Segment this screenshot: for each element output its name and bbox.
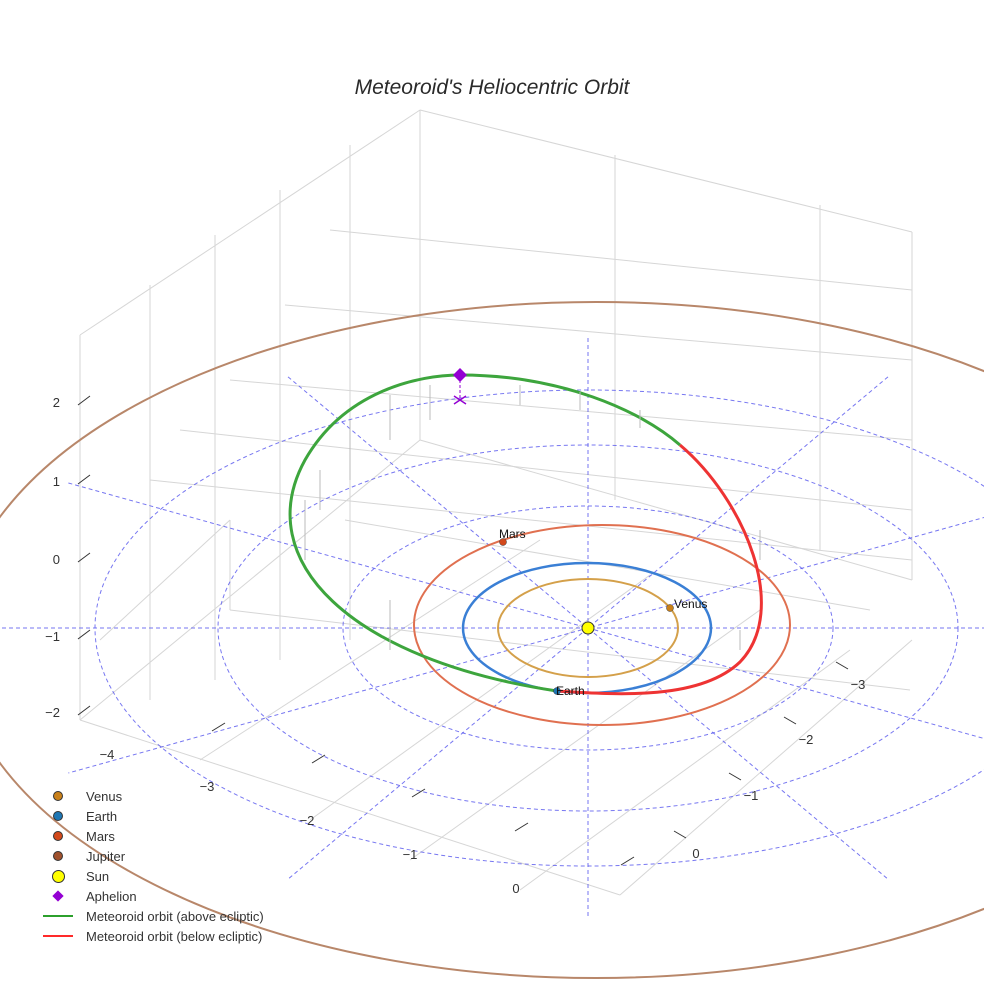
y-tick-label: −3 (851, 677, 866, 692)
ecliptic-radial (287, 376, 889, 880)
grid-line (419, 439, 913, 581)
z-tick-label: 2 (53, 395, 60, 410)
circle-icon (38, 831, 78, 841)
grid-line (199, 539, 541, 761)
grid-line (229, 379, 913, 441)
meteoroid-orbit (288, 373, 763, 696)
ecliptic-radial (287, 376, 889, 880)
mars-marker (499, 538, 507, 546)
grid-line (99, 519, 231, 641)
grid-line (419, 109, 913, 233)
circle-icon (38, 811, 78, 821)
z-tick-mark (77, 629, 91, 640)
legend-item[interactable]: Earth (38, 806, 264, 826)
legend-label: Sun (86, 868, 110, 884)
grid-line (519, 649, 851, 891)
earth-label: Earth (556, 684, 585, 698)
orbit-below-ecliptic (556, 443, 763, 696)
grid-line (79, 719, 621, 896)
legend-item[interactable]: Aphelion (38, 886, 264, 906)
x-tick-mark (620, 856, 635, 866)
x-tick-label: 0 (512, 881, 519, 896)
x-tick-label: −1 (403, 847, 418, 862)
earth-marker (553, 687, 561, 695)
z-tick-mark (77, 474, 91, 485)
aphelion-projection-x (453, 395, 467, 405)
z-tick-label: 0 (53, 552, 60, 567)
y-tick-mark (673, 830, 687, 839)
aphelion-marker (453, 368, 467, 382)
z-tick-mark (77, 705, 91, 716)
line-icon (38, 935, 78, 937)
grid-line (329, 229, 913, 291)
chart-title: Meteoroid's Heliocentric Orbit (354, 76, 630, 99)
line-icon (38, 915, 78, 917)
z-tick-mark (77, 552, 91, 563)
legend-label: Meteoroid orbit (above ecliptic) (86, 908, 264, 924)
grid-line (79, 439, 421, 721)
ecliptic-ring (342, 505, 834, 751)
grid-line (149, 479, 913, 561)
legend-label: Aphelion (86, 888, 137, 904)
legend-item[interactable]: Jupiter (38, 846, 264, 866)
axis-box-grid (79, 109, 913, 896)
x-tick-mark (411, 788, 426, 798)
legend-label: Mars (86, 828, 115, 844)
circle-icon (38, 791, 78, 801)
legend-label: Meteoroid orbit (below ecliptic) (86, 928, 263, 944)
y-tick-label: −1 (744, 788, 759, 803)
x-tick-label: −3 (200, 779, 215, 794)
legend-item[interactable]: Meteoroid orbit (above ecliptic) (38, 906, 264, 926)
z-tick-label: −1 (45, 629, 60, 644)
legend-item[interactable]: Mars (38, 826, 264, 846)
venus-label: Venus (674, 597, 707, 611)
venus-orbit (497, 578, 679, 678)
x-tick-mark (514, 822, 529, 832)
orbit-above-ecliptic (288, 373, 681, 693)
sun-marker (581, 621, 595, 635)
z-tick-mark (77, 395, 91, 406)
legend-label: Jupiter (86, 848, 126, 864)
y-tick-label: −2 (799, 732, 814, 747)
grid-line (309, 574, 651, 821)
z-tick-label: −2 (45, 705, 60, 720)
legend-label: Venus (86, 788, 123, 804)
x-tick-label: −2 (300, 813, 315, 828)
grid-line (619, 639, 913, 896)
big-circle-icon (38, 869, 78, 883)
diamond-icon (38, 890, 78, 902)
y-tick-mark (728, 772, 742, 781)
mars-orbit (413, 524, 791, 726)
grid-line (284, 304, 913, 361)
mars-label: Mars (499, 527, 526, 541)
axis-ticks: 2 1 0 −1 −2 −4 −3 −2 −1 0 −3 −2 −1 0 (45, 395, 865, 896)
legend-item[interactable]: Meteoroid orbit (below ecliptic) (38, 926, 264, 946)
legend-item[interactable]: Venus (38, 786, 264, 806)
x-tick-mark (211, 722, 226, 732)
circle-icon (38, 851, 78, 861)
grid-line (179, 429, 913, 511)
legend-label: Earth (86, 808, 118, 824)
z-tick-label: 1 (53, 474, 60, 489)
x-tick-label: −4 (100, 747, 115, 762)
y-tick-label: 0 (692, 846, 699, 861)
venus-marker (666, 604, 674, 612)
grid-line (229, 609, 911, 691)
x-tick-mark (311, 754, 326, 764)
y-tick-mark (783, 716, 797, 725)
grid-line (79, 109, 421, 336)
y-tick-mark (835, 661, 849, 670)
jupiter-orbit (0, 301, 984, 979)
legend-item[interactable]: Sun (38, 866, 264, 886)
